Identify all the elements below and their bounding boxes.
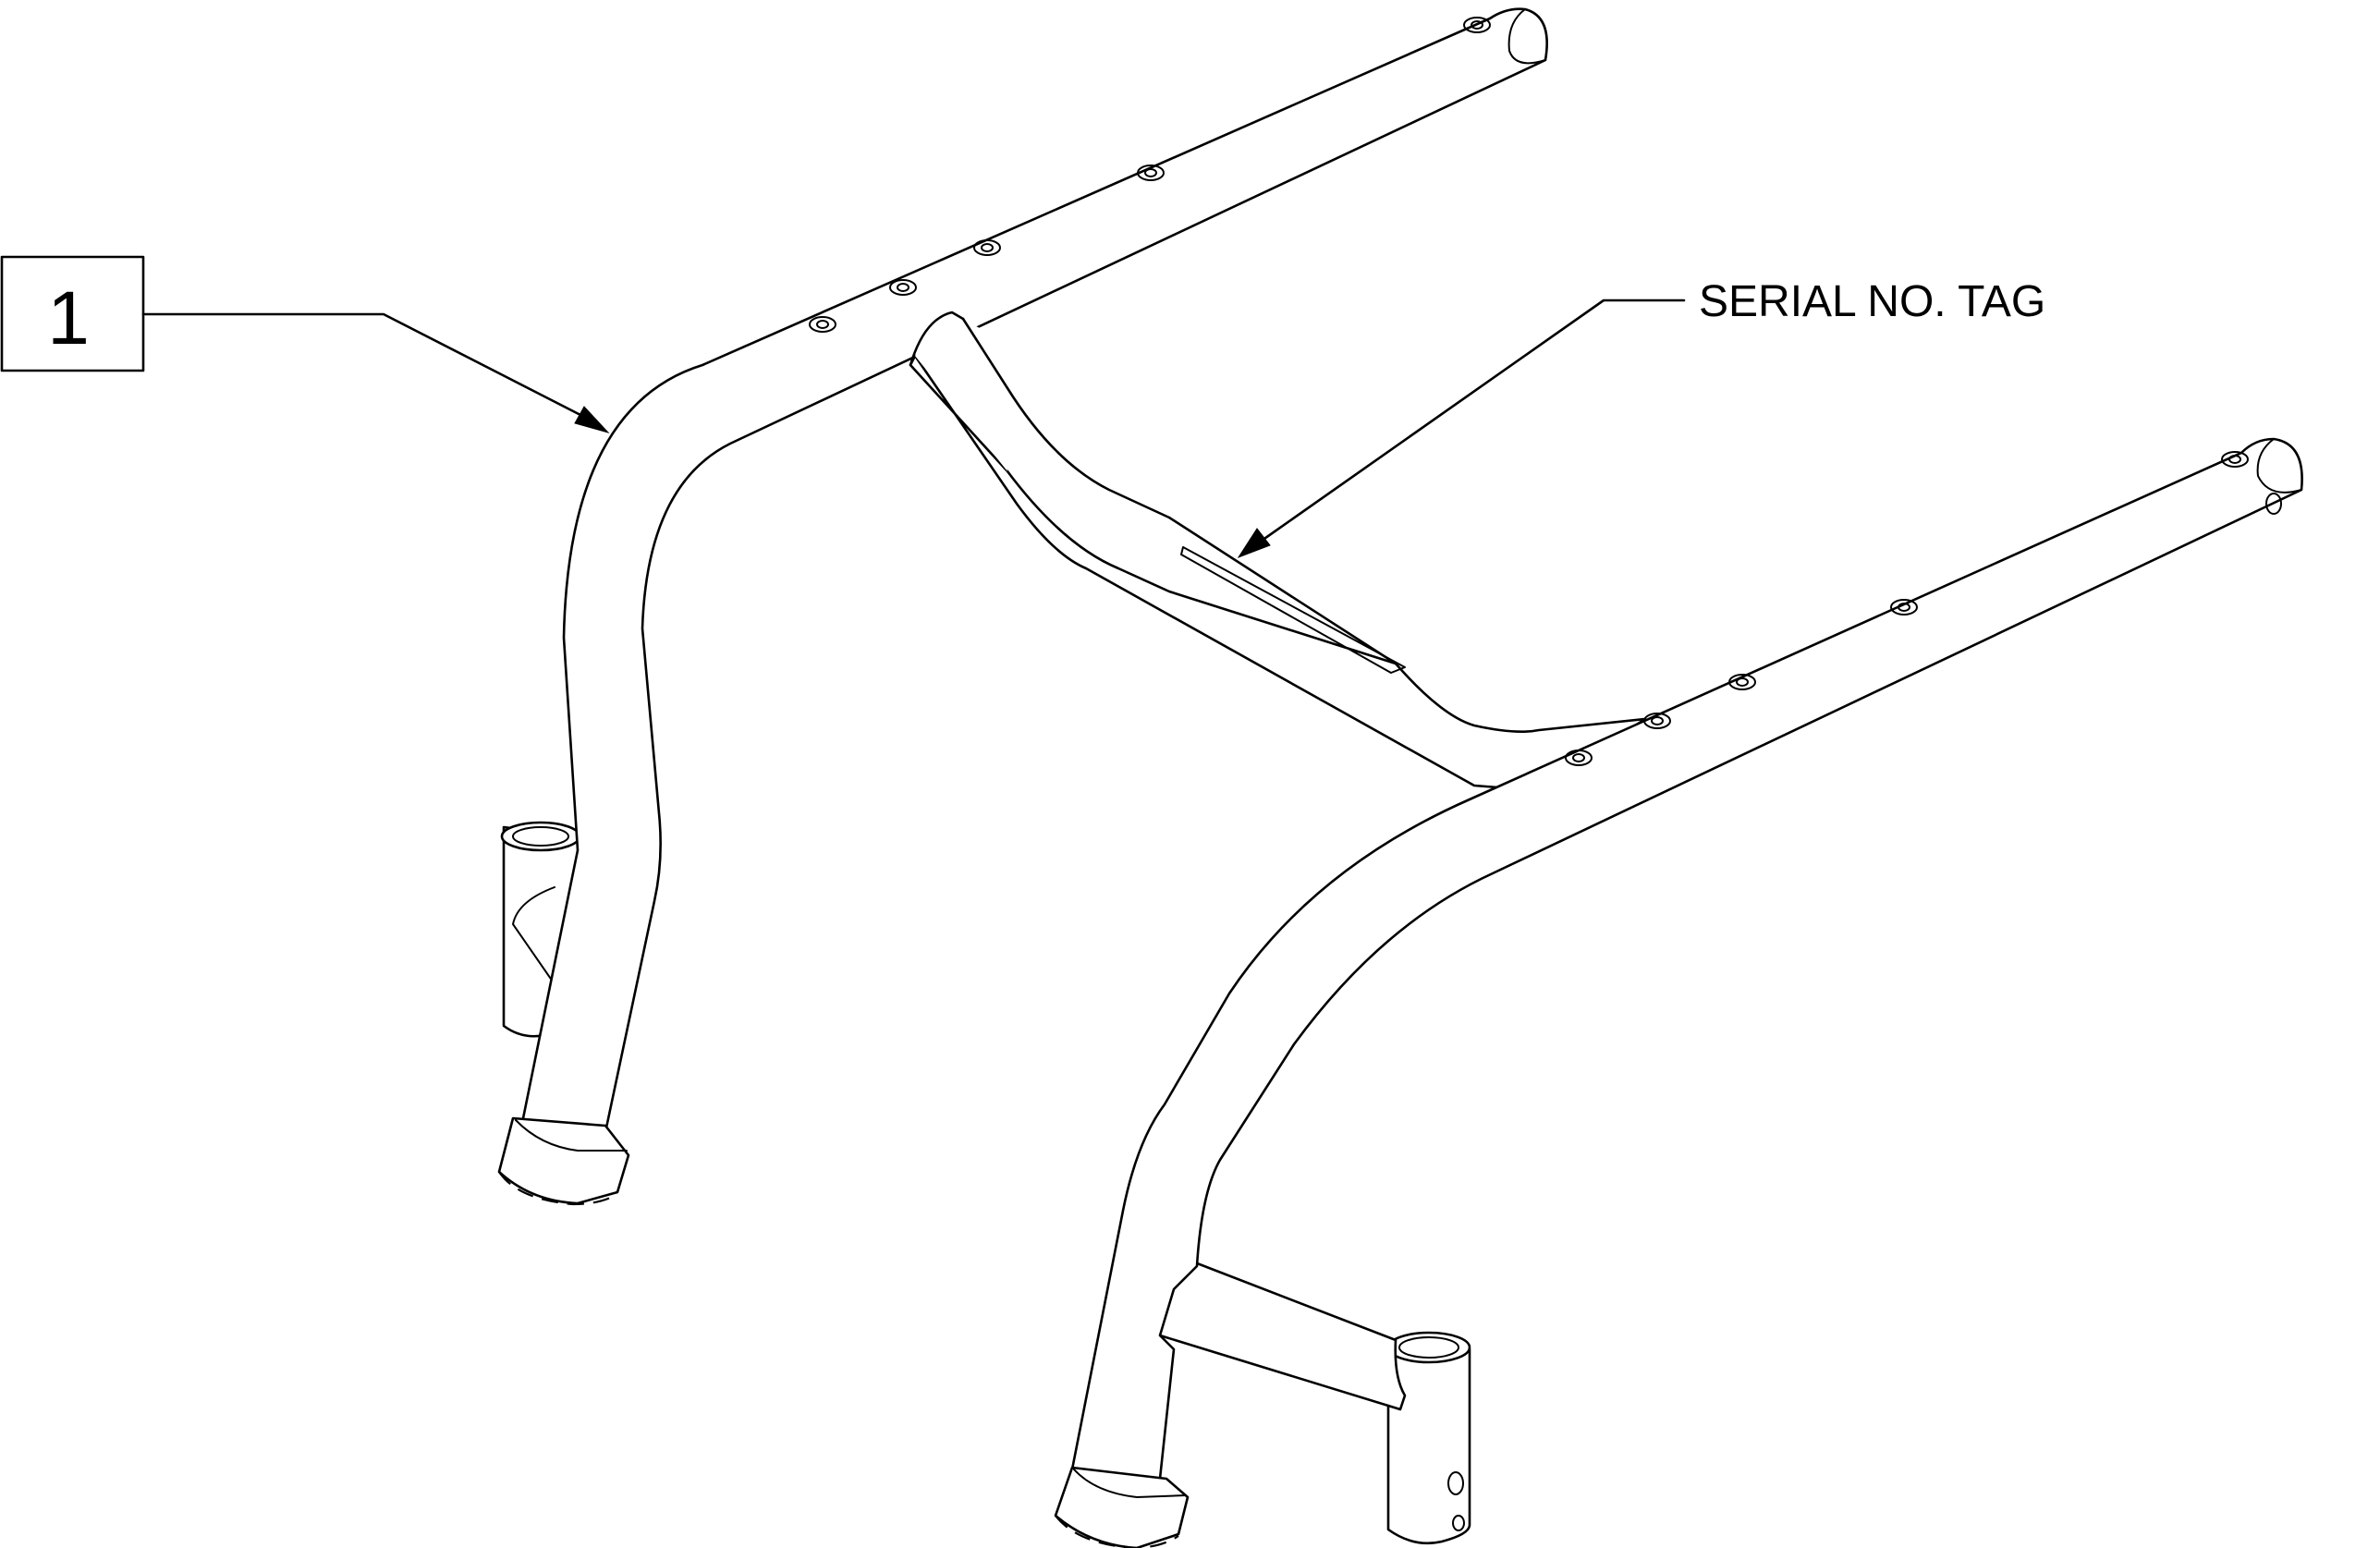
balloon-1-leader bbox=[141, 312, 584, 418]
left-side-tube bbox=[520, 7, 1548, 1134]
balloon-1: 1 bbox=[0, 255, 610, 433]
right-caster-socket bbox=[1386, 1331, 1471, 1545]
serial-tag-arrow bbox=[1237, 528, 1271, 559]
cross-brace bbox=[909, 311, 1647, 792]
left-tube-holes bbox=[809, 17, 1491, 333]
lower-strut bbox=[1158, 1260, 1407, 1411]
right-front-foot-cap bbox=[1054, 1466, 1190, 1548]
left-front-foot-cap bbox=[497, 1116, 630, 1206]
serial-tag-leader bbox=[1260, 299, 1686, 542]
serial-tag-label: SERIAL NO. TAG bbox=[1699, 277, 2045, 326]
right-side-tube bbox=[1070, 437, 2303, 1481]
balloon-1-label: 1 bbox=[47, 276, 90, 360]
balloon-1-arrow bbox=[574, 406, 610, 433]
serial-tag-callout: SERIAL NO. TAG bbox=[1237, 277, 2045, 559]
serial-tag-plate bbox=[1180, 546, 1406, 674]
right-tube-holes bbox=[1565, 451, 2282, 766]
